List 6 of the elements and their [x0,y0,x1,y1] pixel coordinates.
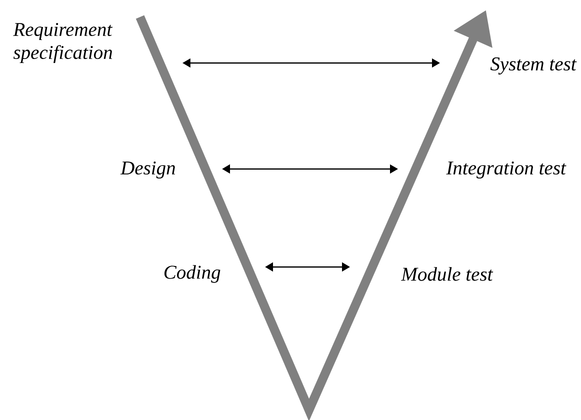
phase-label: Requirement specification [13,22,112,64]
phase-label: Module test [400,267,494,281]
phase-label: Integration test [446,161,566,179]
phase-label: System test [490,57,577,75]
phase-label: Design [120,161,175,179]
phase-label: Coding [164,265,220,283]
